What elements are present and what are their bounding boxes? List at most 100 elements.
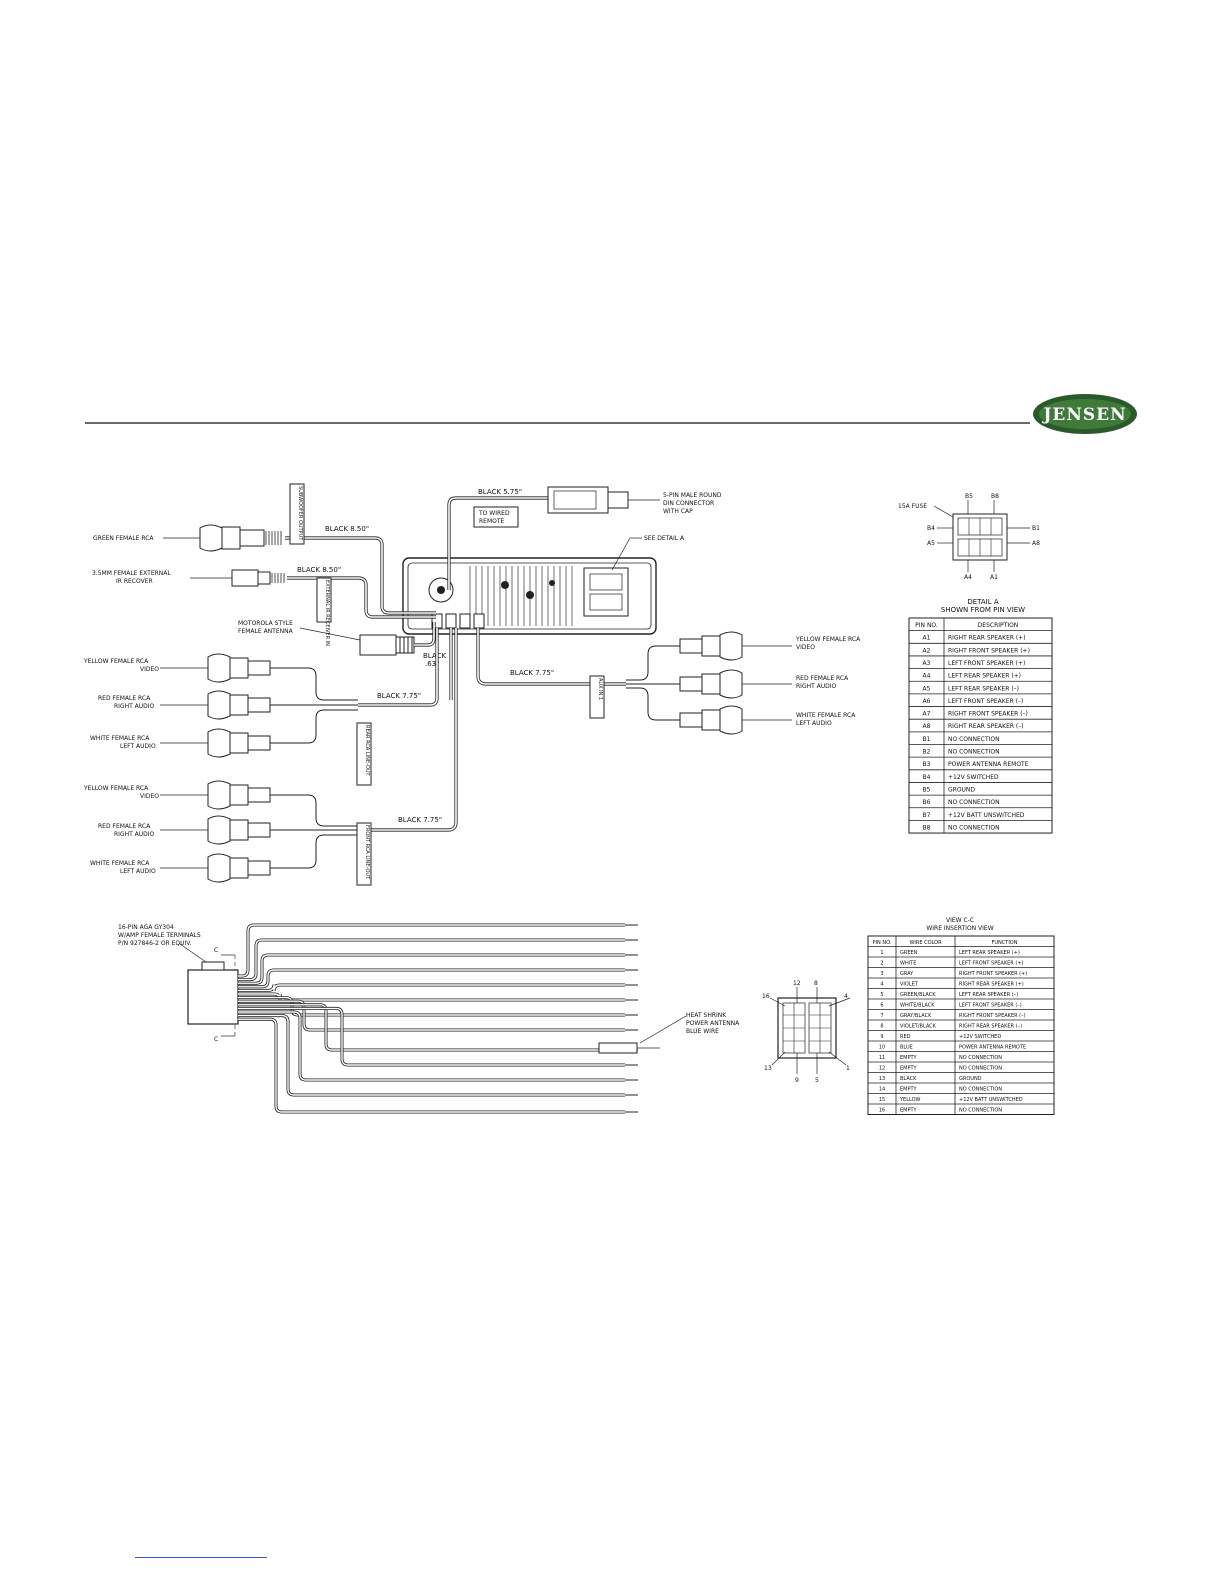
- remote-cable: BLACK 5.75" TO WIRED REMOTE 5-PIN MALE R…: [447, 486, 722, 590]
- view-cc-header-pin: PIN NO.: [873, 940, 892, 946]
- detail-a-desc-cell: LEFT REAR SPEAKER (+): [948, 673, 1021, 680]
- detail-a-pin-cell: A4: [923, 673, 931, 680]
- detail-a-desc-cell: RIGHT REAR SPEAKER (–): [948, 723, 1024, 730]
- harness-wire-core: [238, 1007, 625, 1066]
- view-cc-title-2: WIRE INSERTION VIEW: [926, 925, 993, 932]
- cc-pin-16: 16: [762, 993, 770, 1000]
- rear-yellow-label-2: VIDEO: [140, 666, 159, 673]
- view-cc-color-cell: RED: [900, 1034, 911, 1040]
- view-cc-color-cell: EMPTY: [900, 1066, 918, 1072]
- aux-white-label-2: LEFT AUDIO: [796, 720, 832, 727]
- harness-wire: [238, 1006, 625, 1067]
- label-black-775a: BLACK 7.75": [377, 692, 421, 700]
- antenna-connector: MOTOROLA STYLE FEMALE ANTENNA BLACK .63": [238, 620, 446, 668]
- view-cc-color-cell: EMPTY: [900, 1087, 918, 1093]
- view-cc-pin-cell: 5: [880, 992, 883, 998]
- see-detail-a: SEE DETAIL A: [644, 535, 685, 542]
- detail-a-pin-cell: B1: [923, 736, 931, 743]
- rear-white-label-1: WHITE FEMALE RCA: [90, 735, 150, 742]
- remote-box-line2: REMOTE: [479, 518, 505, 525]
- head-unit: [402, 557, 657, 635]
- view-cc-color-cell: VIOLET: [900, 982, 919, 988]
- detail-a-desc-cell: NO CONNECTION: [948, 799, 1000, 806]
- detail-a-desc-cell: LEFT FRONT SPEAKER (–): [948, 698, 1023, 705]
- remote-box-line1: TO WIRED: [478, 510, 510, 517]
- detail-a-desc-cell: POWER ANTENNA REMOTE: [948, 761, 1029, 768]
- detail-a-desc-cell: NO CONNECTION: [948, 736, 1000, 743]
- fuse-label: 15A FUSE: [898, 503, 927, 510]
- label-black-850a: BLACK 8.50": [325, 525, 369, 533]
- view-cc-color-cell: GREEN/BLACK: [900, 992, 936, 998]
- view-cc-pin-cell: 9: [880, 1034, 883, 1040]
- heat-shrink-label-2: POWER ANTENNA: [686, 1020, 740, 1027]
- view-cc-pin-cell: 16: [879, 1108, 885, 1114]
- detail-a-pin-cell: B2: [923, 749, 931, 756]
- harness-wire-core: [238, 1000, 625, 1031]
- detail-a-desc-cell: RIGHT FRONT SPEAKER (+): [948, 647, 1030, 654]
- pin-a4: A4: [964, 574, 972, 581]
- view-cc-color-cell: WHITE: [900, 961, 916, 967]
- ir-receiver: 3.5MM FEMALE EXTERNAL IR RECOVER BLACK 8…: [92, 566, 436, 646]
- detail-a-table: DETAIL A SHOWN FROM PIN VIEW PIN NO.DESC…: [908, 598, 1053, 834]
- harness-wire-core: [238, 1014, 625, 1096]
- view-cc-function-cell: +12V BATT UNSWITCHED: [959, 1097, 1023, 1103]
- din-line1: 5-PIN MALE ROUND: [663, 492, 722, 499]
- view-cc-color-cell: EMPTY: [900, 1055, 918, 1061]
- pin-a5: A5: [927, 540, 935, 547]
- rear-rca-group: YELLOW FEMALE RCA VIDEO RED FEMALE RCA R…: [83, 628, 439, 786]
- view-cc-color-cell: YELLOW: [899, 1097, 921, 1103]
- cc-pin-8: 8: [814, 980, 818, 987]
- detail-a-desc-cell: LEFT FRONT SPEAKER (+): [948, 660, 1025, 667]
- ir-label-line2: IR RECOVER: [116, 578, 153, 585]
- view-cc-header-color: WIRE COLOR: [909, 940, 942, 946]
- harness-wire: [238, 1014, 625, 1097]
- cc-pin-5: 5: [815, 1077, 819, 1084]
- harness-wire-core: [238, 924, 625, 977]
- detail-a-pin-cell: B7: [923, 812, 931, 819]
- detail-a-desc-cell: +12V SWITCHED: [948, 774, 999, 781]
- antenna-label-line1: MOTOROLA STYLE: [238, 620, 293, 627]
- cc-pin-13: 13: [764, 1065, 772, 1072]
- detail-a-pin-cell: A7: [923, 711, 931, 718]
- view-cc-function-cell: LEFT REAR SPEAKER (+): [959, 950, 1020, 956]
- detail-a-header-pin: PIN NO.: [915, 622, 938, 629]
- front-red-label-2: RIGHT AUDIO: [114, 831, 155, 838]
- view-cc-pin-cell: 6: [880, 1003, 883, 1009]
- view-cc-connector: 12 8 16 4 13 9 5 1: [762, 980, 851, 1084]
- antenna-label-line2: FEMALE ANTENNA: [238, 628, 294, 635]
- pin-b8: B8: [991, 493, 999, 500]
- footer-link-underline[interactable]: [135, 1557, 267, 1558]
- heat-shrink-label-1: HEAT SHRINK: [686, 1012, 727, 1019]
- harness-label-3: P/N 927846-2 OR EQUIV.: [118, 940, 192, 947]
- wire-harness: 16-PIN AGA GY304 W/AMP FEMALE TERMINALS …: [118, 923, 740, 1114]
- din-line3: WITH CAP: [663, 508, 693, 515]
- view-cc-function-cell: +12V SWITCHED: [959, 1034, 1001, 1040]
- section-c-bottom: C: [214, 1036, 218, 1043]
- detail-a-pin-cell: A1: [923, 635, 931, 642]
- detail-a-desc-cell: NO CONNECTION: [948, 824, 1000, 831]
- harness-wire-core: [238, 969, 625, 988]
- detail-a-pin-cell: A3: [923, 660, 931, 667]
- harness-label-1: 16-PIN AGA GY304: [118, 924, 174, 931]
- view-cc-color-cell: BLUE: [900, 1045, 913, 1051]
- detail-a-pin-cell: B3: [923, 761, 931, 768]
- detail-a-title-1: DETAIL A: [967, 598, 999, 606]
- detail-a-desc-cell: RIGHT REAR SPEAKER (+): [948, 635, 1026, 642]
- detail-a-connector: 15A FUSE B5 B8 B4 A5 B1 A8 A4 A1: [898, 493, 1040, 581]
- rear-red-label-1: RED FEMALE RCA: [98, 695, 151, 702]
- harness-label-2: W/AMP FEMALE TERMINALS: [118, 932, 201, 939]
- view-cc-pin-cell: 3: [880, 971, 883, 977]
- view-cc-color-cell: BLACK: [900, 1076, 917, 1082]
- view-cc-header-function: FUNCTION: [992, 940, 1018, 946]
- aux-red-label-1: RED FEMALE RCA: [796, 675, 849, 682]
- view-cc-color-cell: WHITE/BLACK: [900, 1003, 935, 1009]
- harness-wire: [238, 938, 625, 982]
- harness-wire-core: [238, 939, 625, 981]
- detail-a-pin-cell: B4: [923, 774, 931, 781]
- view-cc-color-cell: GREEN: [900, 950, 918, 956]
- detail-a-pin-cell: B5: [923, 786, 931, 793]
- view-cc-color-cell: VIOLET/BLACK: [900, 1024, 937, 1030]
- pin-b4: B4: [927, 525, 935, 532]
- view-cc-pin-cell: 12: [879, 1066, 885, 1072]
